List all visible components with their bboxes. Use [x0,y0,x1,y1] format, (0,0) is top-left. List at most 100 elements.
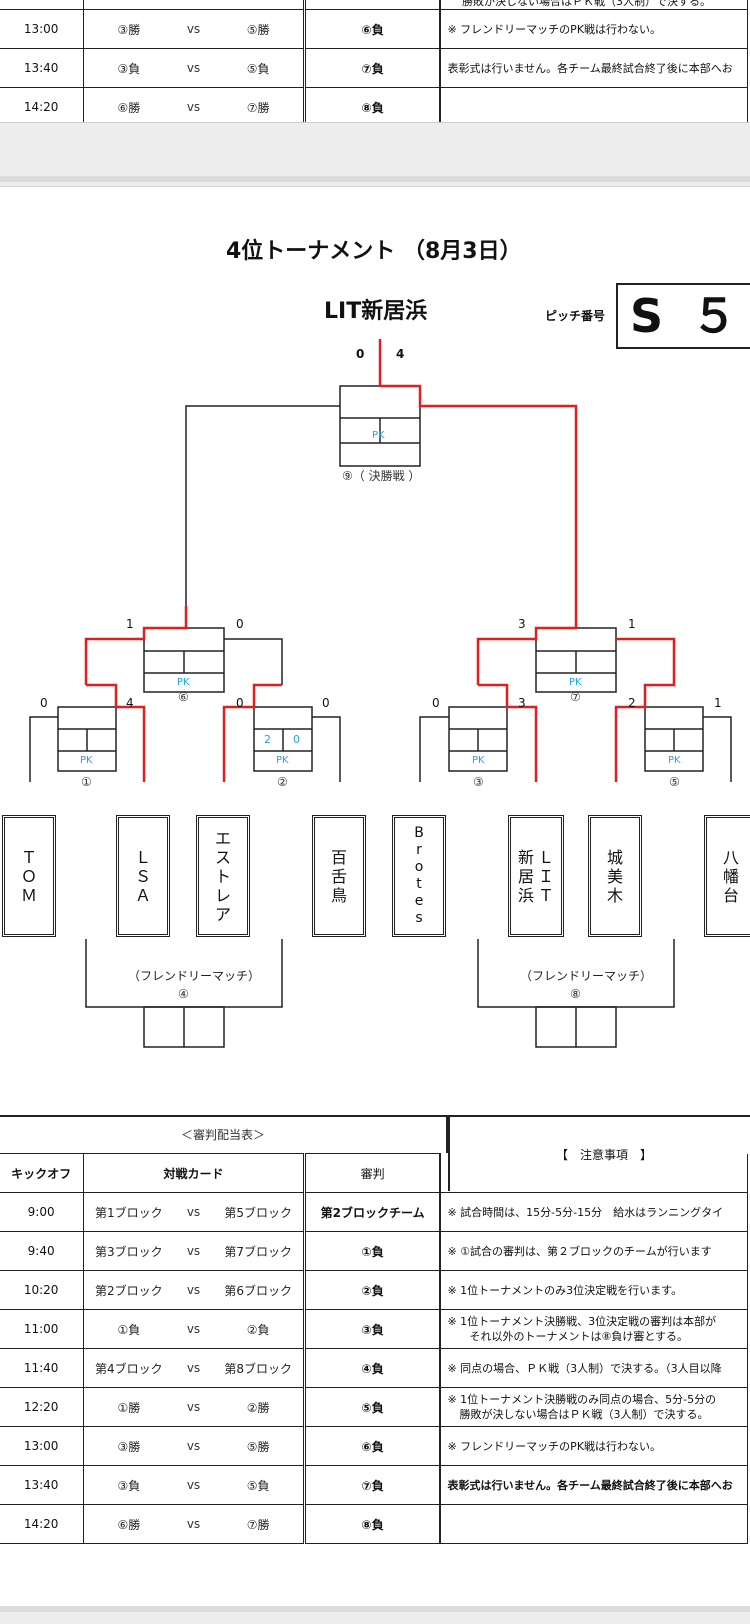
m7-pk-label: PK [569,677,582,688]
vs-label: vs [186,1361,201,1375]
team-name-char: Ａ [134,885,151,905]
team-name-char: レ [214,885,231,905]
m7-number: ⑦ [570,690,581,704]
referee: ①負 [303,1231,441,1271]
team-name-char: 城 [606,847,623,867]
kickoff-time: 13:00 [0,1426,85,1466]
note-text: ※ 1位トーナメント決勝戦のみ同点の場合、5分-5分の勝敗が決しない場合はＰＫ戦… [439,1387,749,1427]
note-text: ※ ①試合の審判は、第２ブロックのチームが行います [439,1231,749,1271]
champion-name: LIT新居浜 [324,299,428,324]
team-name-char: s [415,910,423,926]
vs-label: vs [186,1244,201,1258]
team-name-char: 八 [722,847,739,867]
note-text [439,1504,749,1544]
note-text: ※ 1位トーナメント決勝戦、3位決定戦の審判は本部がそれ以外のトーナメントは⑧負… [439,1309,749,1349]
m8-number: ⑧ [570,987,581,1001]
vs-label: vs [186,100,201,114]
team-a: ③負 [117,61,141,76]
team-name-char: 鳥 [330,885,347,905]
team-name-char: ア [214,904,231,924]
tournament-page: 4位トーナメント （8月3日） LIT新居浜 ピッチ番号 S ５ 両 [0,186,750,1608]
vs-label: vs [186,1517,201,1531]
team-name-char: エ [214,828,231,848]
team-b: ②勝 [246,1400,270,1415]
referee: ⑧負 [303,1504,441,1544]
m3-score-left: 0 [432,696,440,710]
team-b: 第5ブロック [224,1205,292,1220]
kickoff-time: 10:20 [0,1270,85,1310]
kickoff-time: 9:40 [0,1231,85,1271]
note-text: ※ 1位トーナメントのみ3位決定戦を行います。 [439,1270,749,1310]
vs-label: vs [186,1478,201,1492]
m2-score-right: 0 [322,696,330,710]
note-text: ※ 試合時間は、15分-5分-15分 給水はランニングタイ [439,1192,749,1232]
schedule-caption: ＜審判配当表＞ [0,1115,448,1153]
team-b: ⑤勝 [246,1439,270,1454]
m5-score-right: 1 [714,696,722,710]
team-a: 第4ブロック [95,1361,163,1376]
team-name-char: r [416,842,422,858]
referee: ⑥負 [303,9,441,49]
team-name-char: 木 [606,885,623,905]
m2-pk-score-right: 0 [293,733,300,746]
kickoff-time: 11:00 [0,1309,85,1349]
referee: ⑦負 [303,48,441,88]
team-name-char: 浜 [517,885,534,905]
header-match: 対戦カード [83,1153,306,1193]
tournament-title: 4位トーナメント （8月3日） [226,239,522,264]
team-a: 第1ブロック [95,1205,163,1220]
team-a: ①負 [117,1322,141,1337]
friendly-label-left: （フレンドリーマッチ） [128,969,261,983]
friendly-label-right: （フレンドリーマッチ） [520,969,653,983]
team-box: 百舌鳥 [312,815,366,937]
team-name-char: 百 [330,847,347,867]
m3-score-right: 3 [518,696,526,710]
note-text: ※ 1位トーナメント決勝戦、3位決定戦の審判は本部が [447,1315,717,1328]
vs-label: vs [186,1439,201,1453]
vs-label: vs [186,22,201,36]
team-b: ⑤勝 [246,22,270,37]
m1-number: ① [81,775,92,789]
referee: ④負 [303,1348,441,1388]
page-divider [0,1606,750,1612]
kickoff-time: 9:00 [0,1192,85,1232]
team-box: エストレア [196,815,250,937]
team-name-char: ス [214,847,231,867]
pitch-number-box: S ５ 両 [616,283,750,349]
pitch-label: ピッチ番号 [545,309,606,323]
note-text: 表彰式は行いません。各チーム最終試合終了後に本部へお [439,48,749,88]
team-name-char: Ｓ [134,866,151,886]
m6-score-left: 1 [126,617,134,631]
kickoff-time: 11:40 [0,1348,85,1388]
vs-label: vs [186,61,201,75]
team-name-char: 幡 [722,866,739,886]
referee: ⑥負 [303,1426,441,1466]
note-text: ※ 1位トーナメント決勝戦のみ同点の場合、5分-5分の [447,1393,717,1406]
team-name-char: B [414,825,424,841]
m2-pk-label: PK [276,755,289,766]
vs-label: vs [186,1400,201,1414]
referee: ③負 [303,1309,441,1349]
referee: ⑧負 [303,87,441,122]
m2-score-left: 0 [236,696,244,710]
team-name-char: Ｔ [20,847,37,867]
team-box: 城美木 [588,815,642,937]
team-a: ①勝 [117,1400,141,1415]
team-b: 第6ブロック [224,1283,292,1298]
m6-score-right: 0 [236,617,244,631]
